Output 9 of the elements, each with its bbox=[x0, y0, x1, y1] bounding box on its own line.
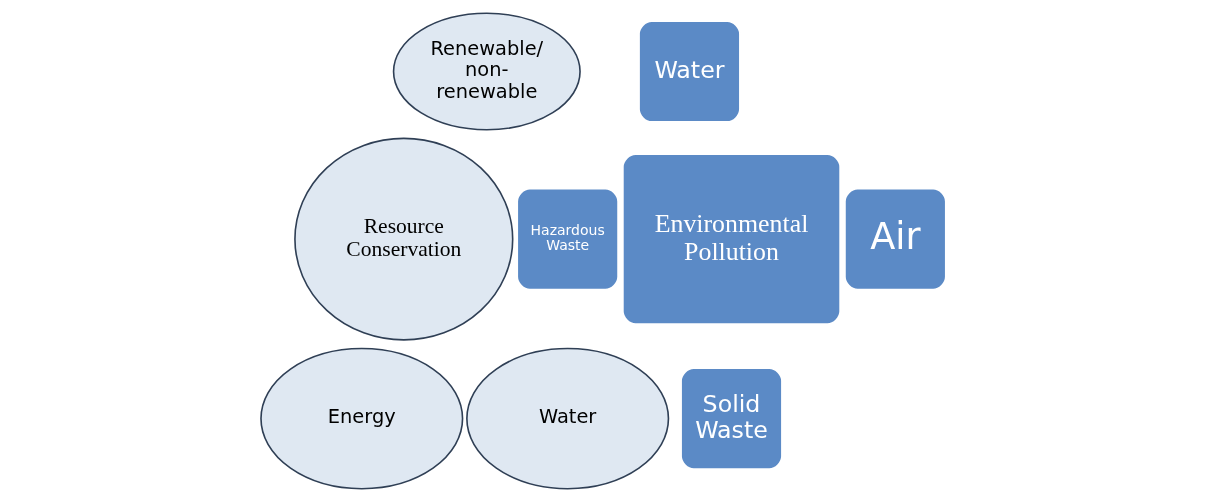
node-ellipse: Water bbox=[466, 347, 670, 489]
node-ellipse: Energy bbox=[260, 347, 464, 489]
node-box: Hazardous Waste bbox=[515, 186, 620, 291]
node-box: Water bbox=[637, 19, 742, 123]
node-circle: Resource Conservation bbox=[294, 137, 514, 341]
node-box: Environmental Pollution bbox=[621, 152, 842, 325]
node-box: Air bbox=[843, 186, 948, 291]
node-box: Solid Waste bbox=[679, 366, 784, 470]
node-ellipse: Renewable/ non-renewable bbox=[392, 12, 581, 131]
